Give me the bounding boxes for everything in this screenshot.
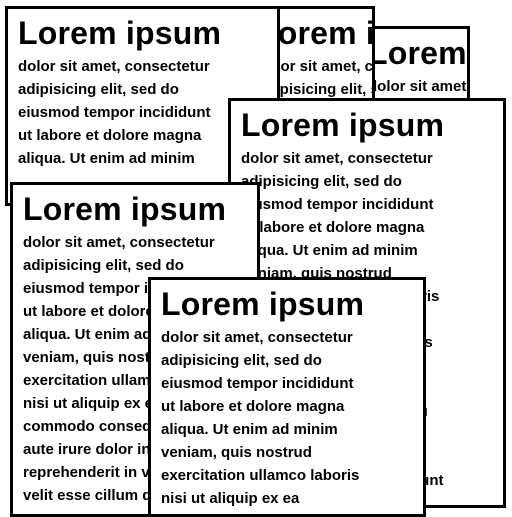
text-line: aliqua. Ut enim ad minim xyxy=(161,421,338,438)
window-title: Lorem ipsum xyxy=(23,191,227,227)
text-line: dolor sit amet, consectetur xyxy=(23,234,215,251)
text-line: ut labore et dolore magna xyxy=(241,219,425,236)
text-line: eiusmod tempor incididunt xyxy=(161,375,354,392)
text-line: adipisicing elit, sed do xyxy=(23,257,184,274)
window-body-text: dolor sit amet, consectetur adipisicing e… xyxy=(18,55,277,170)
window-title: Lorem ipsum xyxy=(18,15,222,51)
window-body-text: dolor sit amet, consectetur adipisicing e… xyxy=(258,55,374,113)
text-line: veniam, quis nostrud xyxy=(23,349,174,366)
text-line: nisi ut aliquip ex ea xyxy=(23,395,162,412)
text-window-front[interactable]: Lorem ipsum dolor sit amet, consectetur ad… xyxy=(148,277,426,517)
window-title: Lorem ipsum xyxy=(161,286,365,322)
text-line: dolor sit amet, consectetur xyxy=(241,150,433,167)
text-line: veniam, quis nostrud xyxy=(161,444,312,461)
window-title: Lorem ipsum xyxy=(241,107,445,143)
text-line: exercitation ullamco laboris xyxy=(161,467,360,484)
text-line: dolor sit amet, consectetur xyxy=(161,329,353,346)
text-line: ut labore et dolore magna xyxy=(18,127,202,144)
text-line: aute irure dolor in xyxy=(23,441,151,458)
text-line: eiusmod tempor incididunt xyxy=(241,196,434,213)
text-line: eiusmod tempor incididunt xyxy=(18,104,211,121)
window-body-text: dolor sit amet, consectetur adipisicing e… xyxy=(161,326,423,510)
text-line: adipisicing elit, sed do xyxy=(258,81,372,98)
text-line: dolor sit amet, consectetur xyxy=(368,78,470,95)
text-line: adipisicing elit, sed do xyxy=(241,173,402,190)
window-title: Lorem ipsum xyxy=(368,35,467,71)
text-line: ut labore et dolore magna xyxy=(161,398,345,415)
text-line: dolor sit amet, consectetur xyxy=(258,58,374,75)
text-line: adipisicing elit, sed do xyxy=(161,352,322,369)
text-line: nisi ut aliquip ex ea xyxy=(161,490,300,507)
text-line: aliqua. Ut enim ad minim xyxy=(241,242,418,259)
text-line: adipisicing elit, sed do xyxy=(18,81,179,98)
text-line: dolor sit amet, consectetur xyxy=(18,58,210,75)
text-line: aliqua. Ut enim ad minim xyxy=(18,150,195,167)
